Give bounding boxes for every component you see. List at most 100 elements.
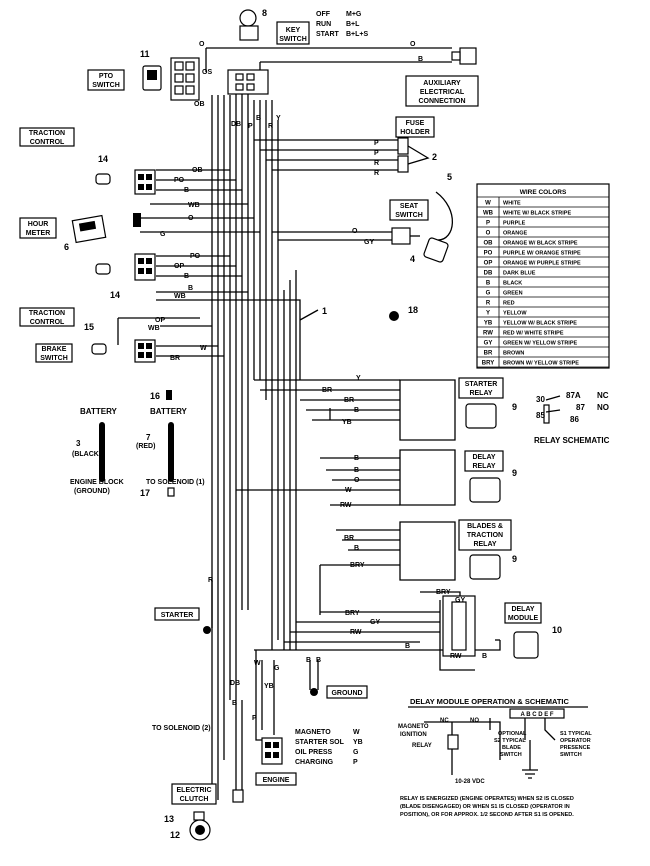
svg-text:14: 14: [110, 290, 120, 300]
svg-text:YB: YB: [342, 419, 352, 426]
svg-text:RELAY: RELAY: [412, 743, 432, 749]
svg-text:BRAKE: BRAKE: [42, 346, 67, 353]
svg-text:OPTIONAL: OPTIONAL: [498, 731, 527, 737]
svg-text:SWITCH: SWITCH: [560, 752, 582, 758]
svg-text:POSITION), OR FOR APPROX. 1/2: POSITION), OR FOR APPROX. 1/2 SECOND AFT…: [400, 812, 574, 818]
svg-text:CHARGING: CHARGING: [295, 759, 334, 766]
svg-text:NC: NC: [440, 718, 449, 724]
svg-text:BR: BR: [170, 355, 180, 362]
svg-text:7: 7: [146, 433, 151, 442]
svg-text:RW: RW: [340, 502, 352, 509]
svg-text:P: P: [374, 140, 379, 147]
key-switch-label-box: [276, 21, 310, 45]
svg-text:4: 4: [410, 254, 415, 264]
pto-switch: 11 PTO SWITCH: [87, 49, 200, 101]
svg-text:ELECTRIC: ELECTRIC: [177, 787, 212, 794]
svg-text:MAGNETO: MAGNETO: [398, 724, 429, 730]
svg-text:B: B: [405, 643, 410, 650]
delay-module-schematic: DELAY MODULE OPERATION & SCHEMATIC MAGNE…: [398, 697, 592, 818]
svg-text:Y: Y: [276, 115, 281, 122]
svg-text:NO: NO: [597, 403, 609, 412]
svg-text:MAGNETO: MAGNETO: [295, 729, 331, 736]
harness-wires: [117, 47, 501, 800]
wire-color-code: GY: [484, 341, 493, 347]
svg-text:O: O: [188, 215, 194, 222]
svg-text:BR: BR: [344, 397, 354, 404]
svg-text:TO SOLENOID (1): TO SOLENOID (1): [146, 479, 205, 486]
svg-text:OB: OB: [192, 167, 203, 174]
svg-text:3: 3: [76, 439, 81, 448]
svg-text:B: B: [354, 545, 359, 552]
blades-relay: BLADES & TRACTION RELAY 9: [458, 519, 517, 580]
wire-color-name: YELLOW: [503, 311, 527, 317]
svg-text:R: R: [374, 170, 379, 177]
svg-text:STARTER SOL: STARTER SOL: [295, 739, 345, 746]
svg-text:YB: YB: [264, 683, 274, 690]
svg-text:P: P: [252, 715, 257, 722]
svg-text:BATTERY: BATTERY: [150, 407, 188, 416]
wire-color-code: R: [486, 301, 491, 307]
svg-text:GROUND: GROUND: [331, 690, 362, 697]
svg-text:OB: OB: [194, 101, 205, 108]
svg-text:RELAY: RELAY: [473, 541, 496, 548]
svg-text:B: B: [354, 467, 359, 474]
wire-color-code: Y: [486, 311, 490, 317]
svg-text:9: 9: [512, 468, 517, 478]
svg-text:G: G: [274, 665, 280, 672]
svg-text:W: W: [200, 345, 207, 352]
svg-text:YB: YB: [353, 739, 363, 746]
wire-color-name: WHITE: [503, 201, 521, 207]
svg-text:P: P: [353, 759, 358, 766]
svg-text:B: B: [316, 657, 321, 664]
delay-relay: DELAY RELAY 9: [464, 450, 517, 503]
svg-text:TRACTION: TRACTION: [467, 532, 503, 539]
batteries: 16 BATTERY BATTERY 3 (BLACK) 7 (RED) ENG…: [70, 390, 205, 498]
svg-text:WB: WB: [174, 293, 186, 300]
wire-color-name: ORANGE: [503, 231, 527, 237]
svg-text:BRY: BRY: [436, 589, 451, 596]
svg-text:ENGINE: ENGINE: [263, 777, 290, 784]
svg-text:O: O: [199, 41, 205, 48]
wire-color-name: WHITE W/ BLACK STRIPE: [503, 211, 571, 217]
wire-color-code: G: [486, 291, 491, 297]
svg-text:(RED): (RED): [136, 443, 155, 450]
starter: STARTER: [154, 607, 211, 634]
svg-text:FUSE: FUSE: [406, 120, 425, 127]
svg-text:B: B: [354, 407, 359, 414]
svg-text:W: W: [353, 729, 360, 736]
svg-text:PRESENCE: PRESENCE: [560, 745, 591, 751]
wire-labels: O O B OS OB DB B P R Y P P R R OB PO B W…: [148, 41, 487, 722]
svg-text:HOUR: HOUR: [28, 221, 49, 228]
harness-callout: 1 18: [299, 305, 418, 321]
svg-text:B: B: [256, 115, 261, 122]
wire-color-code: RW: [483, 331, 493, 337]
svg-text:NC: NC: [597, 391, 609, 400]
svg-text:PO: PO: [190, 253, 201, 260]
aux-connector: AUXILIARY ELECTRICAL CONNECTION: [405, 47, 479, 107]
svg-text:30: 30: [536, 395, 545, 404]
svg-text:METER: METER: [26, 230, 51, 237]
svg-text:RELAY: RELAY: [472, 463, 495, 470]
svg-text:OP: OP: [155, 317, 165, 324]
starter-relay: STARTER RELAY 9: [458, 377, 517, 429]
wire-color-code: DB: [484, 271, 493, 277]
svg-text:GY: GY: [364, 239, 374, 246]
svg-text:Y: Y: [356, 375, 361, 382]
svg-text:CONTROL: CONTROL: [30, 319, 65, 326]
delay-module: DELAY MODULE 10: [442, 595, 562, 659]
wire-color-name: BROWN W/ YELLOW STRIPE: [503, 361, 579, 367]
svg-text:GY: GY: [370, 619, 380, 626]
svg-text:11: 11: [140, 49, 150, 59]
key-switch-number: 8: [262, 8, 267, 18]
svg-text:(BLACK): (BLACK): [72, 451, 101, 458]
svg-text:9: 9: [512, 554, 517, 564]
wire-color-name: PURPLE W/ ORANGE STRIPE: [503, 251, 581, 257]
svg-text:B+L: B+L: [346, 21, 360, 28]
engine: TO SOLENOID (2) ENGINE MAGNETO W STARTER…: [152, 725, 363, 786]
svg-text:2: 2: [432, 152, 437, 162]
svg-text:NO: NO: [470, 718, 479, 724]
svg-text:(GROUND): (GROUND): [74, 488, 110, 495]
svg-text:AUXILIARY: AUXILIARY: [423, 80, 461, 87]
svg-text:O: O: [352, 228, 358, 235]
